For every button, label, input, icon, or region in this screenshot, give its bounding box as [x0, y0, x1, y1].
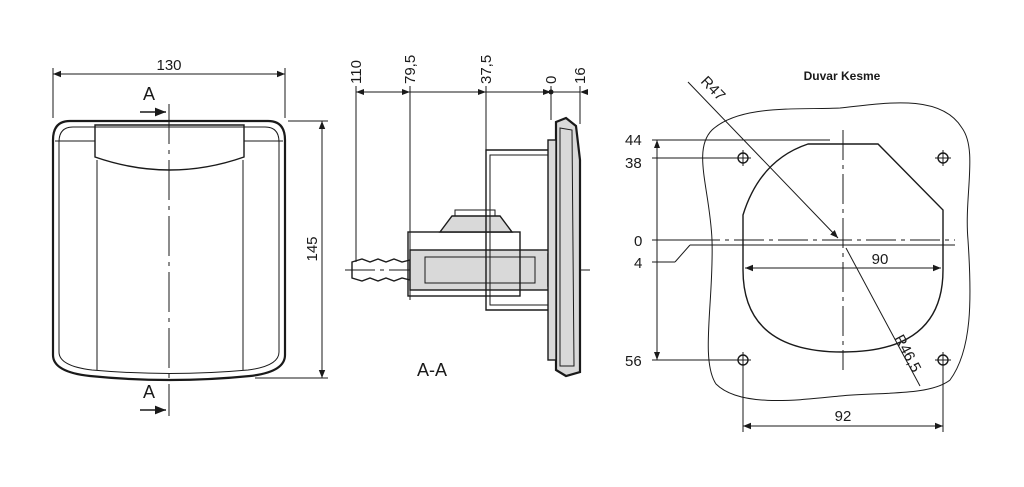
lid-panel [94, 124, 245, 171]
section-mark-bottom: A [143, 382, 155, 402]
height-dimension: 145 [304, 236, 321, 261]
section-dim-79-5: 79,5 [402, 55, 419, 84]
screw-hole-bottom-left [735, 352, 751, 368]
section-label: A-A [417, 360, 447, 380]
section-dim-0: 0 [543, 76, 560, 84]
cutout-title: Duvar Kesme [804, 69, 881, 83]
left-dim-44: 44 [625, 132, 642, 149]
screw-hole-top-right [935, 150, 951, 166]
width-90: 90 [872, 251, 889, 268]
screw-hole-top-left [735, 150, 751, 166]
front-view: A A 130 145 [51, 57, 328, 416]
section-dim-16: 16 [572, 67, 589, 84]
section-mark-top: A [143, 84, 155, 104]
left-dim-0: 0 [634, 233, 642, 250]
width-dimension: 130 [156, 57, 181, 74]
radius-r46-5: R46,5 [890, 332, 924, 375]
left-dim-56: 56 [625, 353, 642, 370]
cutout-shape [742, 143, 944, 353]
valve-body [409, 249, 561, 291]
wall-outline [702, 102, 971, 401]
section-dim-37-5: 37,5 [478, 55, 495, 84]
radius-r47: R47 [697, 73, 728, 105]
front-body-outline [51, 119, 287, 382]
valve-top [438, 215, 514, 233]
radius-leader-r47 [687, 81, 839, 239]
section-dim-110: 110 [348, 60, 365, 84]
section-view: 110 79,5 37,5 0 16 A-A [345, 55, 590, 380]
flange [547, 139, 557, 361]
left-dim-38: 38 [625, 155, 642, 172]
width-92: 92 [835, 408, 852, 425]
left-dim-4: 4 [634, 255, 642, 272]
screw-hole-bottom-right [935, 352, 951, 368]
wall-cutout-view: Duvar Kesme R47 R46,5 [625, 69, 971, 432]
